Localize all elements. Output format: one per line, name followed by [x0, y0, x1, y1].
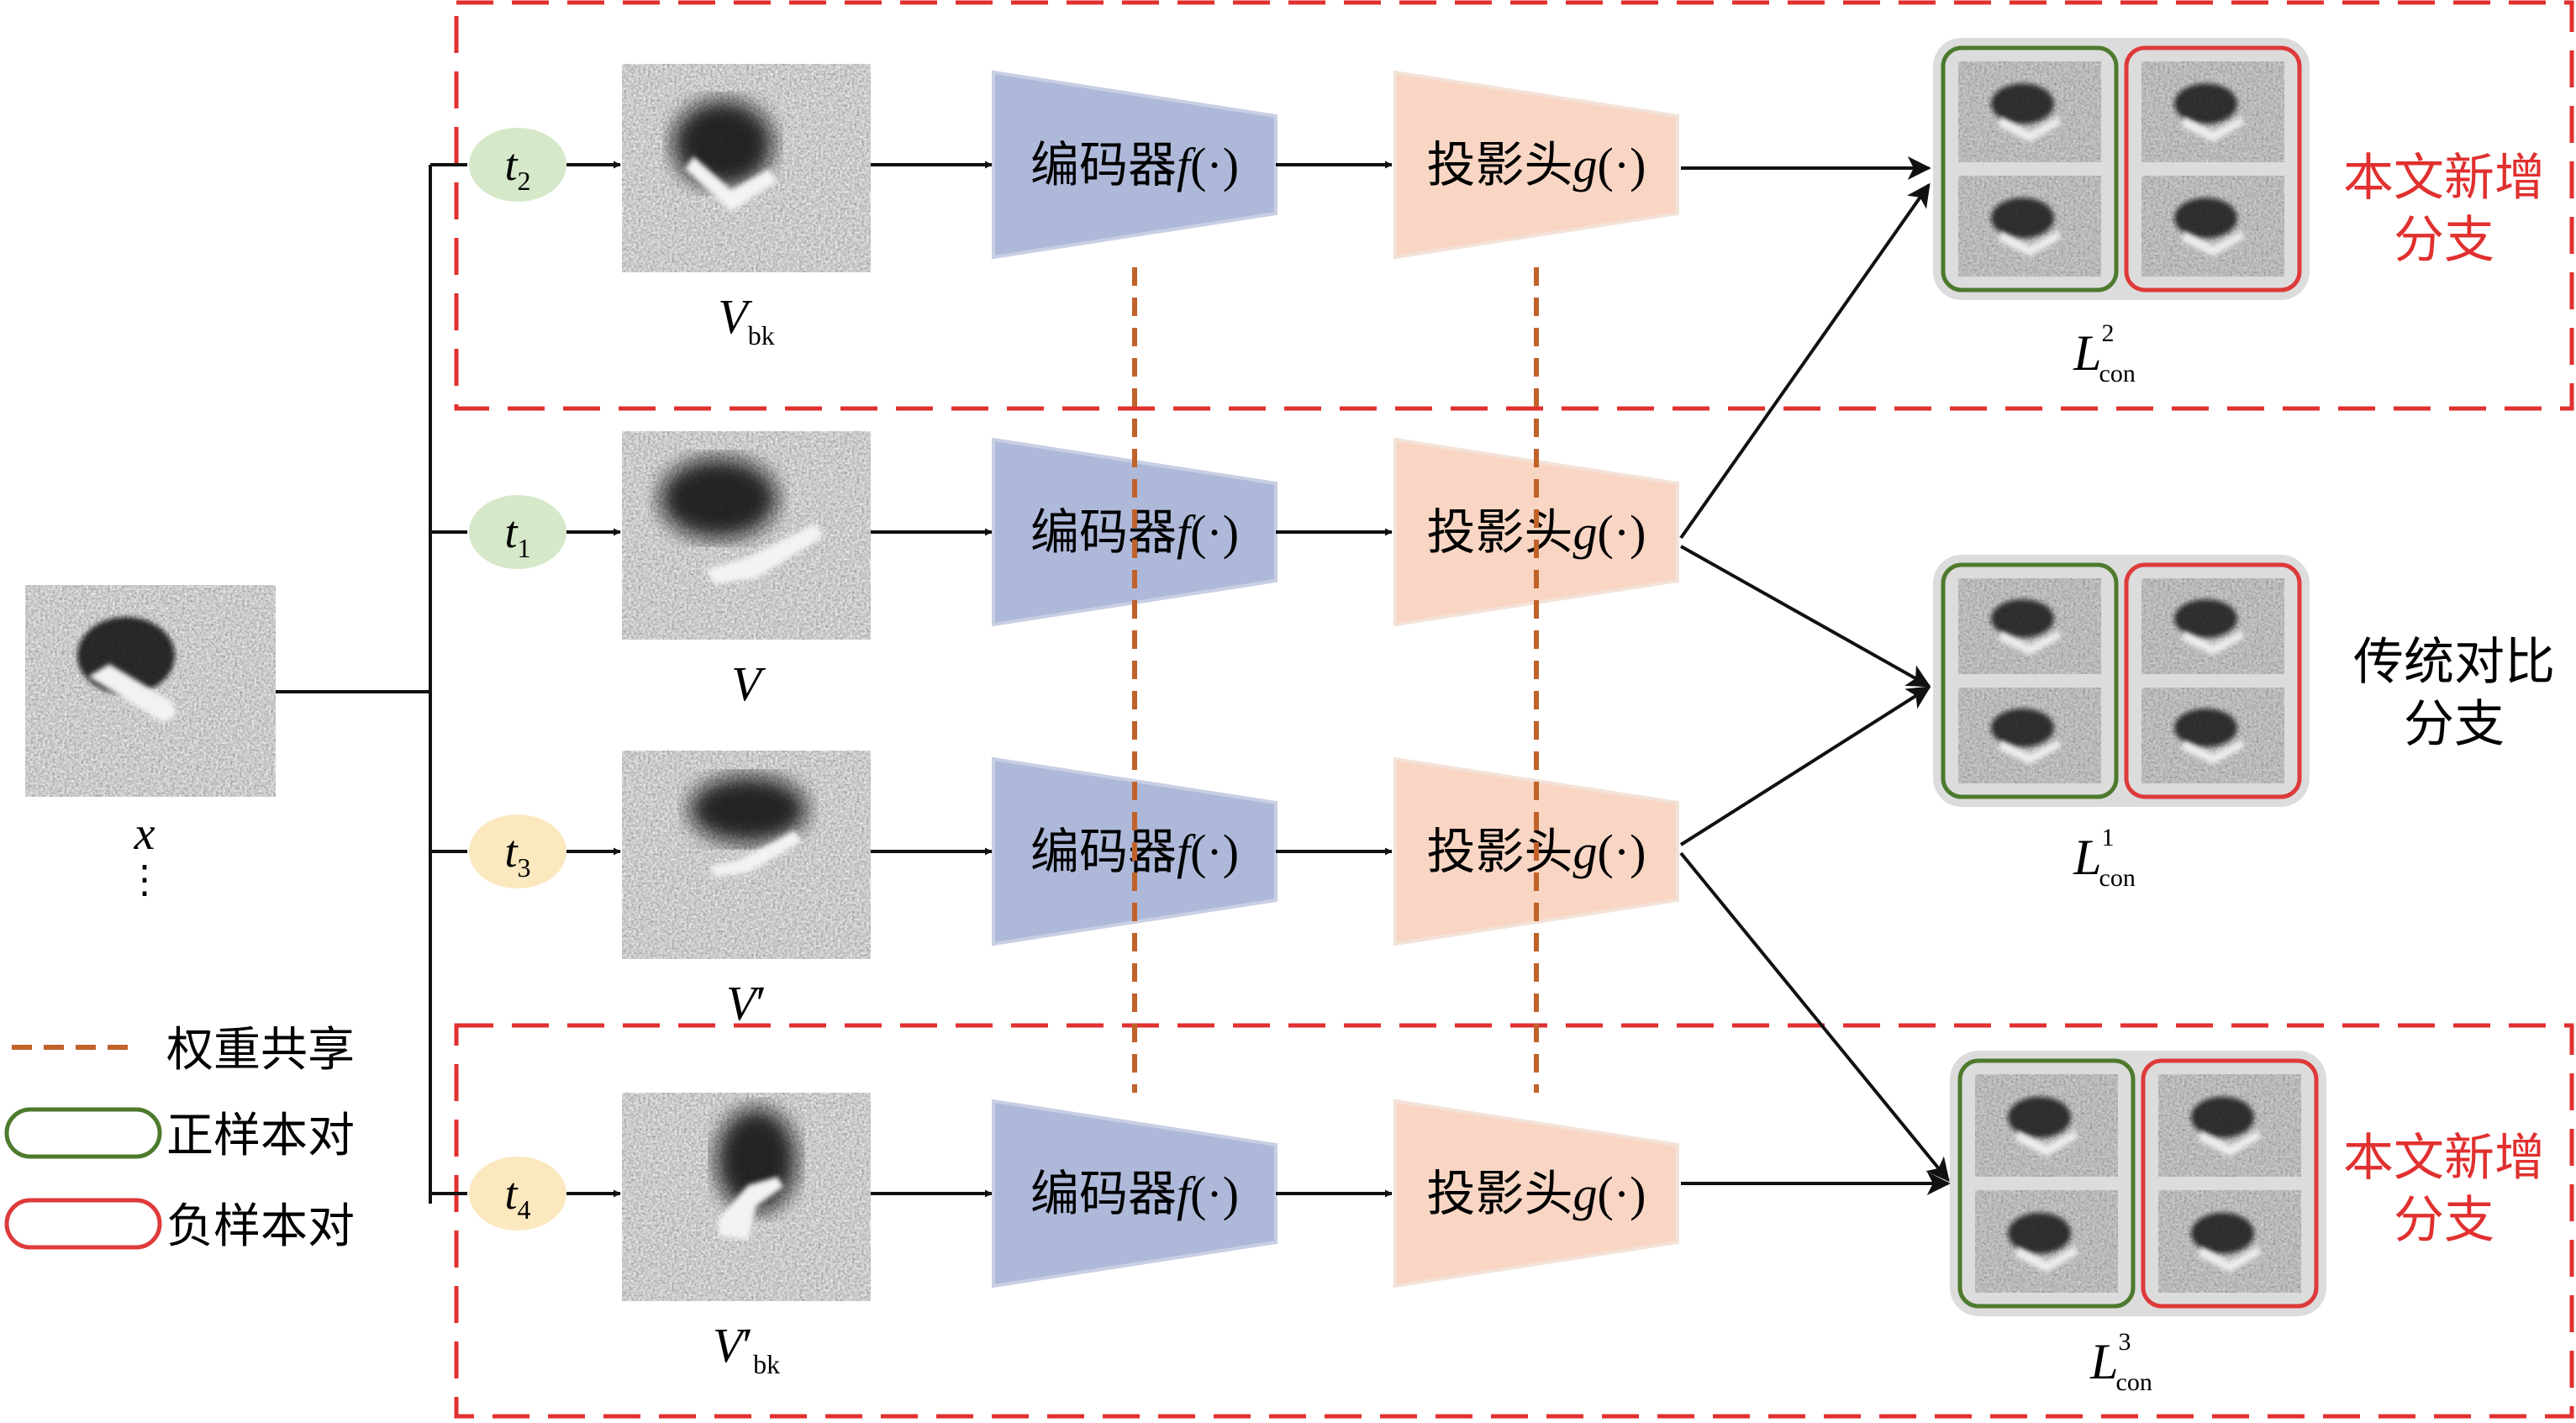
view-image — [622, 431, 871, 640]
transform-node — [469, 128, 566, 202]
legend: 权重共享 正样本对 负样本对 — [4, 1023, 355, 1254]
thumbnail — [1958, 176, 2101, 277]
top-branch-label-line2: 分支 — [2394, 211, 2494, 270]
encoder-label: 编码器f(·) — [1030, 823, 1239, 880]
middle-branch-label-line2: 分支 — [2404, 695, 2505, 754]
positive-pair-group — [1941, 45, 2119, 293]
positive-pair-group — [1941, 562, 2119, 799]
view-image — [622, 1093, 871, 1301]
view-label: V′bk — [713, 1318, 780, 1379]
projector-label: 投影头g(·) — [1427, 136, 1646, 193]
thumbnail — [2141, 688, 2284, 783]
input-symbol: x — [134, 808, 155, 860]
legend-weight-share-label: 权重共享 — [166, 1023, 355, 1078]
arrow-row3-to-loss3 — [1679, 851, 1950, 1183]
transform-label: t1 — [504, 507, 530, 563]
thumbnail — [1958, 578, 2101, 674]
transform-node — [469, 1157, 566, 1231]
transform-label: t3 — [504, 826, 530, 883]
branch-rows: t2Vbk编码器f(·)投影头g(·)t1V编码器f(·)投影头g(·)t3V′… — [430, 64, 1679, 1379]
legend-positive-label: 正样本对 — [166, 1109, 355, 1163]
middle-branch-label-line1: 传统对比 — [2353, 633, 2555, 692]
encoder-label: 编码器f(·) — [1030, 503, 1239, 561]
arrow-row2-to-loss1 — [1680, 545, 1931, 688]
thumbnail — [1975, 1190, 2118, 1293]
encoder-block — [992, 437, 1277, 627]
projector-block — [1393, 70, 1679, 260]
view-label: V — [731, 656, 766, 711]
transform-label: t4 — [504, 1168, 530, 1225]
positive-pair-group — [1957, 1058, 2136, 1309]
thumbnail — [2141, 578, 2284, 674]
thumbnail — [1975, 1074, 2118, 1177]
encoder-block — [992, 1099, 1277, 1289]
thumbnail — [2141, 61, 2284, 162]
input-sar-image — [25, 585, 276, 797]
thumbnail — [1958, 61, 2101, 162]
negative-pair-group — [2124, 562, 2302, 799]
thumbnail — [2141, 176, 2284, 277]
bottom-branch-box — [454, 1023, 2574, 1419]
view-label: Vbk — [718, 289, 774, 350]
projector-label: 投影头g(·) — [1427, 823, 1646, 880]
transform-node — [469, 495, 566, 569]
projector-block — [1393, 437, 1679, 627]
top-branch-label-line1: 本文新增 — [2343, 149, 2545, 208]
view-image — [622, 64, 871, 272]
thumbnail — [1958, 688, 2101, 783]
branch-row-2: t1V 编码器f(·) 投影头g(·) — [430, 431, 1679, 711]
transform-label: t2 — [504, 140, 530, 196]
arrow-row2-to-loss2 — [1679, 182, 1931, 540]
projector-label: 投影头g(·) — [1427, 503, 1646, 561]
bottom-branch-label-line1: 本文新增 — [2343, 1129, 2545, 1188]
encoder-block — [992, 70, 1277, 260]
negative-pair-group — [2124, 45, 2302, 293]
branch-row-3: t3V′ 编码器f(·) 投影头g(·) — [430, 751, 1679, 1030]
arrow-row3-to-loss1 — [1679, 686, 1931, 846]
transform-node — [469, 814, 566, 888]
negative-pair-group — [2141, 1058, 2319, 1309]
projector-label: 投影头g(·) — [1427, 1165, 1646, 1222]
legend-positive-swatch — [4, 1107, 162, 1159]
encoder-label: 编码器f(·) — [1030, 136, 1239, 193]
encoder-label: 编码器f(·) — [1030, 1165, 1239, 1222]
input-ellipsis: ⋮ — [125, 858, 164, 901]
legend-negative-label: 负样本对 — [166, 1199, 355, 1254]
thumbnail — [2158, 1074, 2301, 1177]
top-branch-box — [454, 0, 2574, 411]
branch-row-4: t4V′bk 编码器f(·) 投影头g(·) — [430, 1093, 1679, 1379]
thumbnail — [2158, 1190, 2301, 1293]
view-image — [622, 751, 871, 959]
legend-negative-swatch — [4, 1198, 162, 1250]
bottom-branch-label-line2: 分支 — [2394, 1191, 2494, 1250]
view-label: V′ — [726, 976, 766, 1030]
projector-block — [1393, 1099, 1679, 1289]
